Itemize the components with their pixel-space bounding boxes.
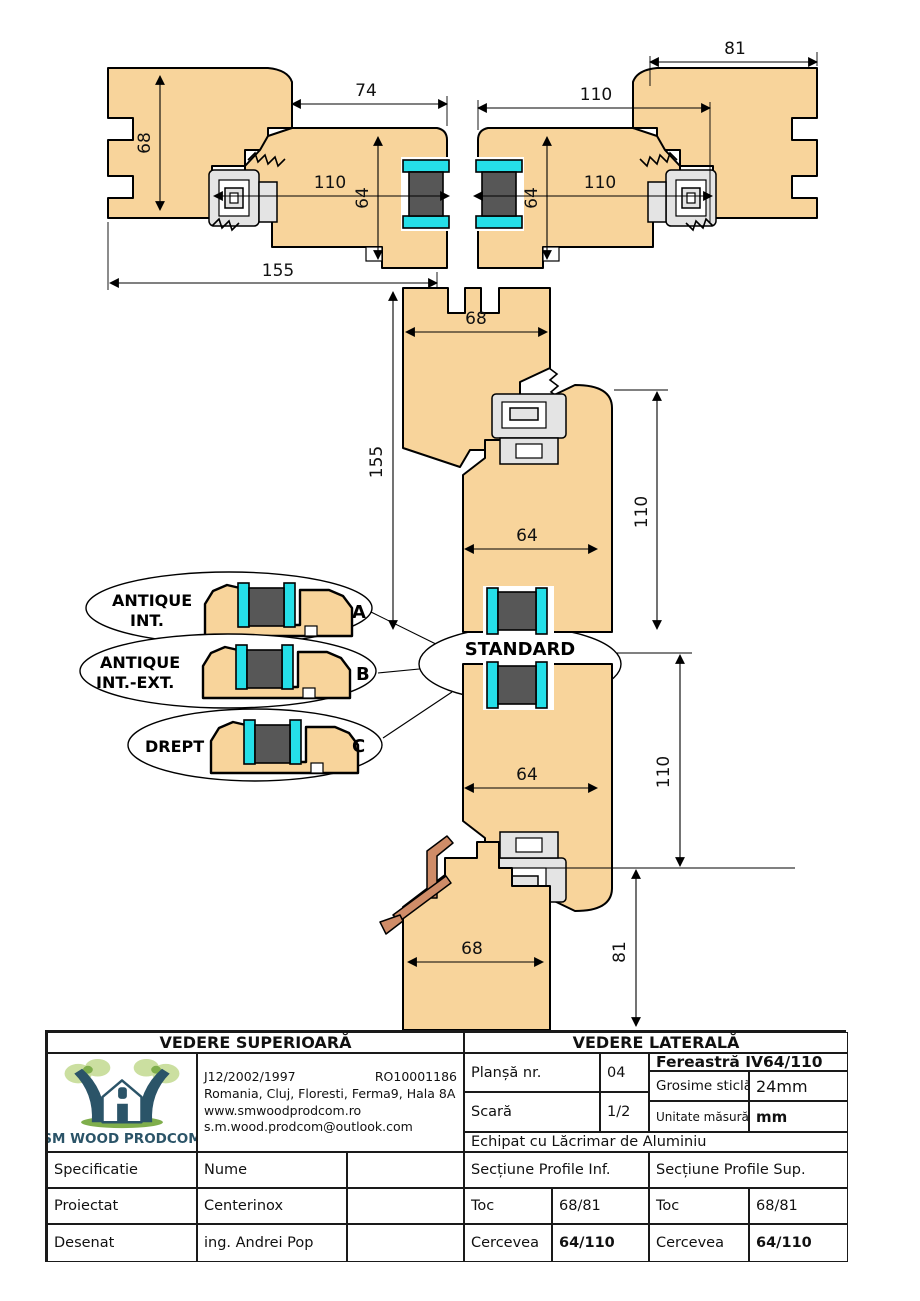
technical-drawing: 68 74 110 64 155 81 110 110 64 A <box>79 39 920 1031</box>
detail-a-label-2: INT. <box>130 611 164 630</box>
detail-bubble-b: ANTIQUE INT.-EXT. B <box>79 633 377 709</box>
top-view-right <box>474 68 817 268</box>
company-logo: SM WOOD PRODCOM <box>47 1053 197 1152</box>
proiectat-label: Proiectat <box>47 1188 197 1224</box>
dim-label: 110 <box>632 496 652 528</box>
proiectat-name: Centerinox <box>197 1188 347 1224</box>
desenat-name: ing. Andrei Pop <box>197 1224 347 1262</box>
row-empty <box>347 1188 464 1224</box>
logo-graphic <box>64 1059 180 1129</box>
cercevea-sup-value: 64/110 <box>749 1224 848 1262</box>
col-nume: Nume <box>197 1152 347 1188</box>
detail-b-letter: B <box>356 664 370 685</box>
dim-label: 64 <box>516 526 538 546</box>
detail-b-label-1: ANTIQUE <box>100 653 180 672</box>
detail-a-letter: A <box>352 602 366 623</box>
dim-label: 74 <box>355 81 377 101</box>
standard-label: STANDARD <box>465 639 576 660</box>
detail-c-letter: C <box>352 736 365 757</box>
dimensions-side-upper: 68 155 64 110 <box>367 291 668 630</box>
dim-label: 64 <box>522 187 542 209</box>
detail-bubble-c: DREPT C <box>127 708 383 782</box>
scara-label: Scară <box>464 1092 600 1132</box>
row-empty <box>347 1224 464 1262</box>
dim-label: 81 <box>610 941 630 963</box>
company-fiscal-code: RO10001186 <box>374 1068 457 1084</box>
dim-label: 64 <box>516 765 538 785</box>
dimensions-side-lower: 64 110 68 81 <box>407 652 795 1027</box>
product-title: Fereastră IV64/110 <box>649 1053 848 1071</box>
dim-label: 110 <box>584 173 616 193</box>
dim-label: 64 <box>353 187 373 209</box>
dim-label: 68 <box>135 132 155 154</box>
detail-a-label-1: ANTIQUE <box>112 591 192 610</box>
toc-sup-label: Toc <box>649 1188 749 1224</box>
dim-label: 110 <box>654 756 674 788</box>
detail-b-label-2: INT.-EXT. <box>96 673 174 692</box>
cercevea-inf-value: 64/110 <box>552 1224 649 1262</box>
dim-label: 81 <box>724 39 746 59</box>
dim-label: 155 <box>367 446 387 478</box>
col-specificatie: Specificatie <box>47 1152 197 1188</box>
detail-bubble-a: ANTIQUE INT. A <box>85 571 373 645</box>
col-sectiune-sup: Secțiune Profile Sup. <box>649 1152 848 1188</box>
company-email[interactable]: s.m.wood.prodcom@outlook.com <box>204 1119 413 1135</box>
company-reg-number: J12/2002/1997 <box>204 1068 296 1084</box>
dimensions-top-left: 68 74 110 64 155 <box>107 75 450 290</box>
echipat-note: Echipat cu Lăcrimar de Aluminiu <box>464 1132 848 1152</box>
toc-inf-label: Toc <box>464 1188 552 1224</box>
dimensions-top-right: 81 110 110 64 <box>473 39 818 260</box>
grosime-label: Grosime sticlă <box>649 1071 749 1101</box>
plansa-label: Planșă nr. <box>464 1053 600 1092</box>
cercevea-sup-label: Cercevea <box>649 1224 749 1262</box>
cercevea-inf-label: Cercevea <box>464 1224 552 1262</box>
grosime-value: 24mm <box>749 1071 848 1101</box>
company-address: Romania, Cluj, Floresti, Ferma9, Hala 8A <box>204 1085 456 1101</box>
dim-label: 68 <box>465 309 487 329</box>
plansa-value: 04 <box>600 1053 649 1092</box>
dim-label: 155 <box>262 261 294 281</box>
dim-label: 110 <box>314 173 346 193</box>
header-vedere-superioara: VEDERE SUPERIOARĂ <box>47 1032 464 1053</box>
scara-value: 1/2 <box>600 1092 649 1132</box>
unitate-value: mm <box>749 1101 848 1132</box>
logo-text: SM WOOD PRODCOM <box>47 1131 197 1148</box>
col-empty <box>347 1152 464 1188</box>
toc-inf-value: 68/81 <box>552 1188 649 1224</box>
desenat-label: Desenat <box>47 1224 197 1262</box>
company-website[interactable]: www.smwoodprodcom.ro <box>204 1102 362 1118</box>
title-block: VEDERE SUPERIOARĂ VEDERE LATERALĂ SM WOO… <box>45 1030 848 1262</box>
unitate-label: Unitate măsură <box>649 1101 749 1132</box>
dim-label: 68 <box>461 939 483 959</box>
dim-label: 110 <box>580 85 612 105</box>
toc-sup-value: 68/81 <box>749 1188 848 1224</box>
detail-c-label: DREPT <box>145 737 204 756</box>
header-vedere-laterala: VEDERE LATERALĂ <box>464 1032 848 1053</box>
company-info: J12/2002/1997 RO10001186 Romania, Cluj, … <box>197 1053 464 1152</box>
col-sectiune-inf: Secțiune Profile Inf. <box>464 1152 649 1188</box>
